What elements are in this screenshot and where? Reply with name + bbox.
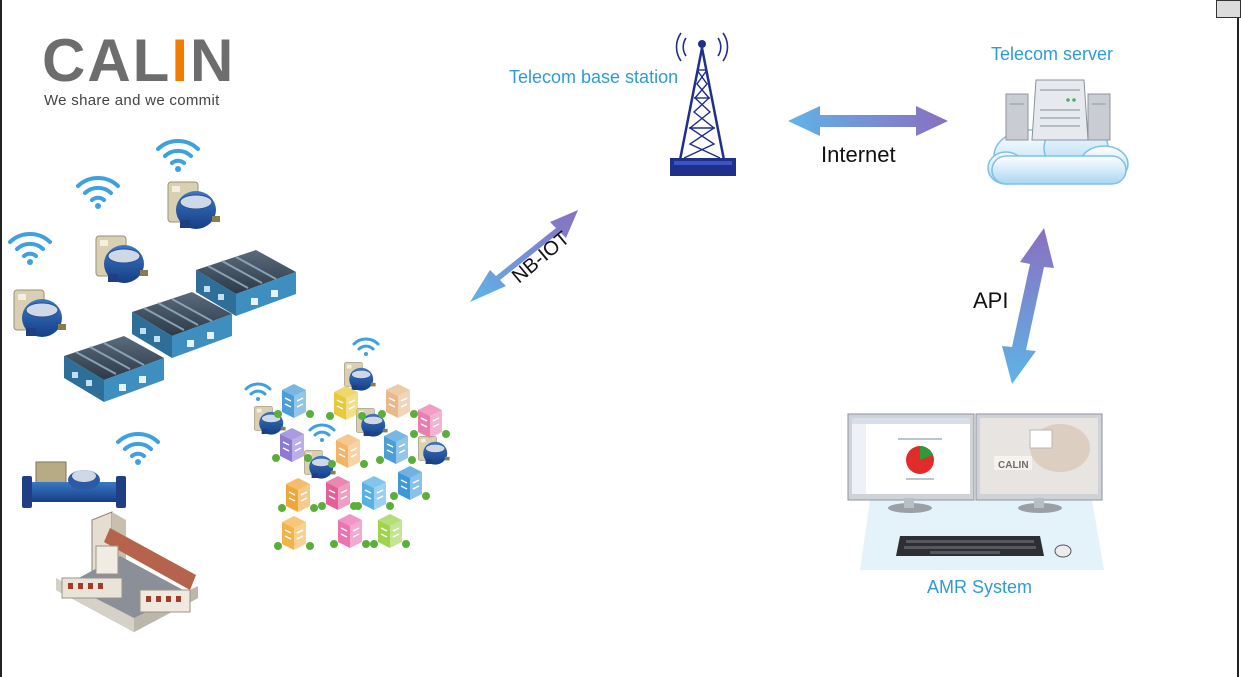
- water-meter-icon: [167, 181, 221, 230]
- logo-wordmark: CALIN: [42, 31, 235, 91]
- server-label: Telecom server: [991, 44, 1114, 64]
- city-building-icon: [409, 403, 451, 439]
- screen-logo-text: CALIN: [998, 460, 1029, 471]
- city-building-icon: [375, 429, 417, 465]
- city-building-icon: [389, 465, 431, 501]
- wifi-icon: [76, 176, 120, 211]
- water-meter-icon: [13, 289, 67, 338]
- bulk-water-meter-icon: [22, 461, 126, 508]
- city-building-icon: [271, 427, 313, 463]
- internet-arrow: [788, 106, 948, 136]
- base-station-label: Telecom base station: [509, 67, 679, 87]
- city-building-icon: [377, 383, 419, 419]
- city-building-icon: [273, 515, 315, 551]
- city-building-icon: [329, 513, 371, 549]
- city-building-icon: [353, 475, 395, 511]
- water-meter-icon: [254, 406, 286, 435]
- nbiot-arrow: [470, 210, 578, 302]
- calin-logo: CALIN We share and we commit: [42, 31, 235, 114]
- warehouse-icon: [63, 335, 165, 403]
- computer-monitor-icon: CALIN: [847, 413, 1104, 570]
- logo-accent-letter: I: [171, 27, 190, 94]
- api-arrow: [1002, 228, 1054, 384]
- frame-right-line: [1237, 18, 1239, 677]
- city-building-icon: [317, 475, 359, 511]
- tower-icon: [670, 32, 736, 176]
- api-label: API: [973, 288, 1009, 313]
- wifi-icon: [308, 423, 336, 444]
- frame-left-line: [0, 0, 2, 677]
- city-building-icon: [369, 513, 411, 549]
- wifi-icon: [244, 382, 272, 403]
- factory-icon: [56, 511, 198, 632]
- internet-label: Internet: [821, 142, 896, 167]
- logo-prefix: CAL: [42, 27, 172, 94]
- wifi-icon: [352, 337, 380, 358]
- amr-system-label: AMR System: [927, 577, 1033, 597]
- city-building-icon: [277, 477, 319, 513]
- server-icon: [987, 79, 1129, 185]
- logo-tagline: We share and we commit: [44, 92, 220, 109]
- water-meter-icon: [344, 362, 376, 391]
- city-buildings: [244, 337, 451, 551]
- wifi-icon: [116, 432, 160, 467]
- city-building-icon: [327, 433, 369, 469]
- wifi-icon: [156, 139, 200, 174]
- water-meter-icon: [95, 235, 149, 284]
- wifi-icon: [8, 232, 52, 267]
- logo-suffix: N: [189, 27, 236, 94]
- city-building-icon: [325, 385, 367, 421]
- water-meter-icon: [418, 436, 450, 465]
- city-building-icon: [273, 383, 315, 419]
